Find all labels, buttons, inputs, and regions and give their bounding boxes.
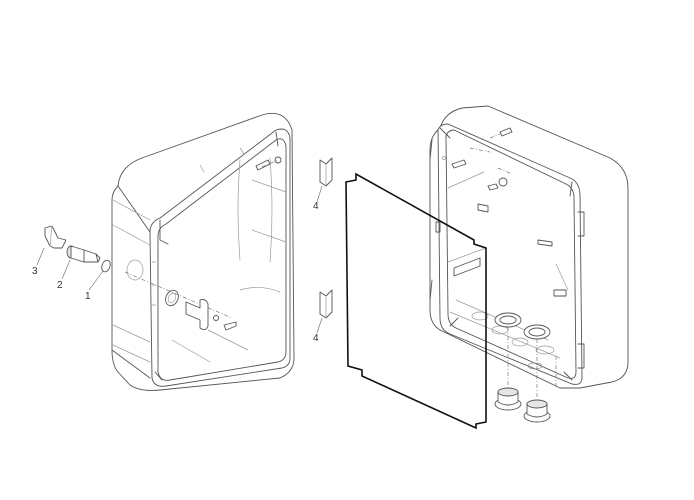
callout-3: 3 [32, 266, 38, 277]
cable-bushings [494, 387, 551, 423]
key-part-3 [36, 225, 67, 266]
callout-2: 2 [57, 280, 63, 291]
bracket-part-4-upper [316, 157, 333, 203]
gasket-panel [345, 172, 487, 430]
callout-4-upper: 4 [313, 201, 319, 212]
right-enclosure-base [429, 105, 629, 398]
lock-cylinder-part-2 [61, 245, 101, 280]
left-enclosure-frame [111, 112, 295, 391]
callout-4-lower: 4 [313, 333, 319, 344]
bracket-part-4-lower [316, 289, 333, 334]
callout-1: 1 [85, 291, 91, 302]
